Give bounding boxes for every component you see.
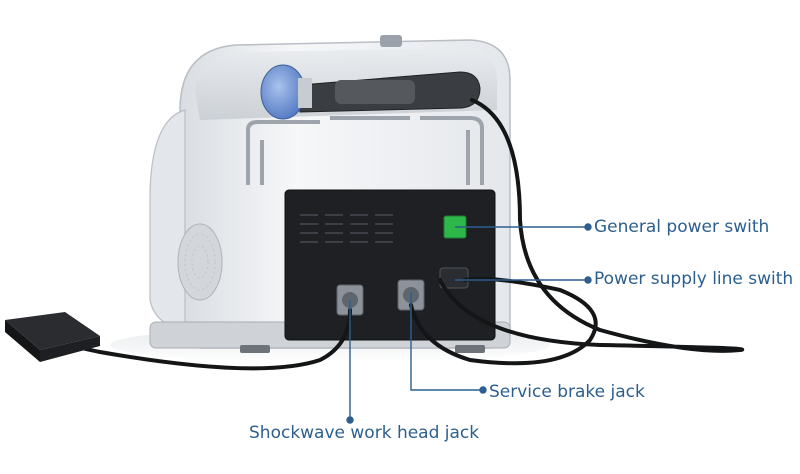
cables [68,98,745,371]
handpiece-holder [246,116,484,185]
shockwave-handpiece [260,64,481,120]
callout-leaders [346,223,592,424]
service-brake-jack-label: Service brake jack [489,382,645,402]
vent-slots [300,214,393,243]
speaker-grill [177,223,223,301]
shockwave-head-jack-label: Shockwave work head jack [249,423,480,443]
rear-panel [284,189,496,341]
power-supply-line-switch-label: Power supply line swith [594,269,794,289]
foot-pedal [5,312,100,362]
general-power-switch-label: General power swith [594,217,770,237]
leader-service-brake [410,292,483,391]
